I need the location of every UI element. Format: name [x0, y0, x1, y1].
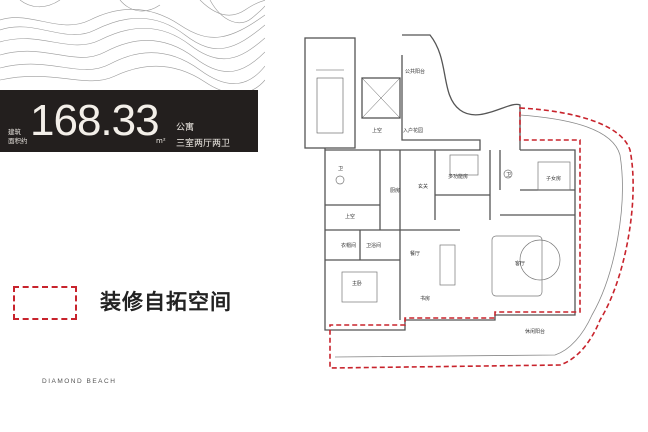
topographic-contour-graphic	[0, 0, 265, 90]
brand-name: DIAMOND BEACH	[42, 378, 117, 385]
room-bath-2: 卫	[506, 172, 511, 178]
room-upper-space: 上空	[372, 127, 382, 134]
master-bed	[341, 271, 378, 303]
multi-function-desk	[449, 154, 479, 176]
room-multi-function: 多功能房	[448, 173, 468, 180]
public-terrace-wall	[402, 34, 521, 150]
terrace-curve	[334, 114, 623, 358]
apartment-outline	[324, 148, 576, 331]
room-bathroom: 卫	[338, 166, 343, 172]
room-master-bath: 卫浴间	[366, 242, 381, 249]
room-entrance: 玄关	[418, 183, 428, 190]
room-kitchen: 厨房	[390, 187, 400, 194]
room-cloakroom: 衣帽间	[341, 242, 356, 249]
dining-table	[439, 244, 456, 286]
room-master-bedroom: 主卧	[352, 280, 362, 287]
self-extension-boundary	[329, 107, 634, 369]
stair-core	[304, 37, 356, 149]
unit-type: 公寓	[176, 123, 195, 133]
area-label-line2: 面积约	[8, 137, 28, 145]
area-value: 168.33	[30, 96, 160, 145]
area-unit: m²	[156, 137, 166, 145]
room-public-terrace: 公共阳台	[405, 68, 425, 75]
room-dining: 餐厅	[410, 250, 420, 257]
sofa	[491, 235, 543, 297]
area-banner	[0, 90, 258, 152]
area-label-line1: 建筑	[8, 128, 21, 136]
self-extension-legend-swatch	[13, 286, 77, 320]
room-upper-space-2: 上空	[345, 213, 355, 220]
room-child: 子女房	[546, 175, 561, 182]
room-study: 书房	[420, 295, 430, 302]
living-rug	[519, 239, 561, 281]
self-extension-legend-label: 装修自拓空间	[100, 290, 232, 314]
unit-layout: 三室两厅两卫	[176, 139, 231, 149]
floor-plan: 公共阳台 上空 入户花园 多功能房 卫 厨房 玄关 上空 子女房 卫 衣帽间 卫…	[304, 34, 634, 369]
room-living: 客厅	[515, 260, 525, 267]
room-entrance-garden: 入户花园	[403, 127, 423, 134]
child-room-bed	[537, 161, 571, 191]
room-leisure-terrace: 休闲阳台	[525, 328, 545, 335]
elevator-shaft	[361, 77, 401, 119]
